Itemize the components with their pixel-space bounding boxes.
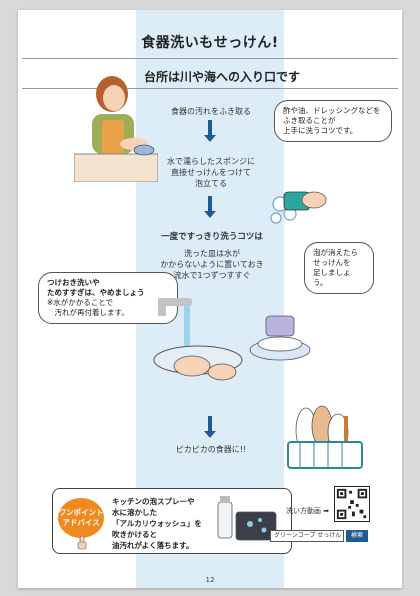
arrow-down-icon bbox=[204, 431, 216, 438]
search-button[interactable]: 検索 bbox=[346, 530, 368, 542]
arrow-shaft bbox=[208, 120, 212, 136]
arrow-shaft bbox=[208, 416, 212, 432]
qr-code[interactable] bbox=[334, 486, 370, 522]
step-wipe-text: 食器の汚れをふき取る bbox=[171, 107, 251, 116]
spray-bottle-illustration bbox=[217, 496, 277, 541]
tip-wipe-bubble: 酢や油、ドレッシングなどを ふき取ることが 上手に洗うコツです。 bbox=[274, 100, 392, 142]
document-page: 食器洗いもせっけん! 台所は川や海への入り口です 食器の汚れをふき取る 酢や油、… bbox=[18, 10, 402, 588]
arrow-down-icon bbox=[204, 211, 216, 218]
page-title: 食器洗いもせっけん! bbox=[141, 35, 279, 51]
arrow-down-icon bbox=[204, 135, 216, 142]
subtitle-rule bbox=[22, 88, 398, 89]
soak-warning-text: つけおき洗いや ためすすぎは、やめましょう bbox=[47, 278, 145, 297]
step-rinse-heading: 一度ですっきり洗うコツは bbox=[161, 232, 263, 242]
one-point-advice-badge: ワンポイント アドバイス bbox=[58, 498, 104, 538]
search-input[interactable]: グリーンコープ せっけん bbox=[270, 530, 344, 542]
pointing-hand-icon bbox=[77, 536, 87, 550]
section-subtitle: 台所は川や海への入り口です bbox=[144, 70, 301, 84]
step-result-text: ピカピカの食器に!! bbox=[175, 445, 247, 454]
page-number: 12 bbox=[205, 576, 215, 584]
soak-warning-bubble: つけおき洗いや ためすすぎは、やめましょう ※水がかかることで 汚れが再付着しま… bbox=[38, 272, 178, 324]
faucet-rinse-illustration bbox=[153, 298, 311, 381]
sponge-hand-illustration bbox=[270, 191, 327, 224]
woman-washing-illustration bbox=[74, 76, 158, 182]
soak-warning-note: ※水がかかることで 汚れが再付着します。 bbox=[47, 298, 129, 317]
step-sponge-text: 水で濡らしたスポンジに 直接せっけんをつけて 泡立てる bbox=[167, 157, 255, 188]
step-rinse-text: 洗った皿は水が かからないように置いておき 流水で1つずつすすぐ bbox=[160, 249, 264, 280]
title-rule bbox=[22, 58, 398, 59]
advice-text: キッチンの泡スプレーや 水に溶かした 「アルカリウォッシュ」を 吹きかけると 油… bbox=[112, 497, 202, 550]
dish-rack-illustration bbox=[287, 405, 363, 469]
foam-bubble: 泡が消えたら せっけんを 足しましょう。 bbox=[304, 242, 374, 294]
video-label: 洗い方動画 ➡ bbox=[286, 507, 330, 515]
arrow-shaft bbox=[208, 196, 212, 212]
